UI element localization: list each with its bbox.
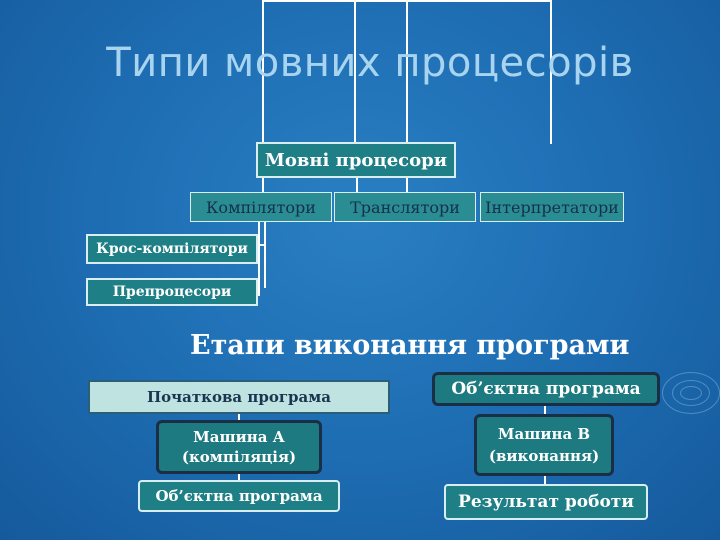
connector-line bbox=[544, 474, 546, 486]
connector-line bbox=[238, 472, 240, 482]
node-object-program-left: Об’єктна програма bbox=[138, 480, 340, 512]
section-heading: Етапи виконання програми bbox=[190, 330, 630, 361]
connector-line bbox=[264, 222, 266, 288]
connector-line bbox=[406, 176, 408, 194]
connector-line bbox=[544, 404, 546, 418]
connector-line bbox=[356, 176, 358, 194]
node-machine-b: Машина В (виконання) bbox=[474, 414, 614, 476]
connector-line bbox=[354, 0, 356, 144]
connector-line bbox=[262, 176, 264, 194]
connector-line bbox=[258, 222, 260, 296]
connector-line bbox=[238, 412, 240, 422]
node-preprocessors: Препроцесори bbox=[86, 278, 258, 306]
ripple-decoration bbox=[672, 380, 710, 406]
node-compilers: Компілятори bbox=[190, 192, 332, 222]
node-translators: Транслятори bbox=[334, 192, 476, 222]
node-cross-compilers: Крос-компілятори bbox=[86, 234, 258, 264]
connector-line bbox=[406, 0, 408, 144]
node-work-result: Результат роботи bbox=[444, 484, 648, 520]
root-node-language-processors: Мовні процесори bbox=[256, 142, 456, 178]
connector-line bbox=[256, 244, 266, 246]
slide-title: Типи мовних процесорів bbox=[106, 40, 634, 86]
node-object-program-right: Об’єктна програма bbox=[432, 372, 660, 406]
node-source-program: Початкова програма bbox=[88, 380, 390, 414]
connector-line bbox=[550, 0, 552, 144]
ripple-decoration bbox=[680, 386, 702, 400]
node-interpreters: Інтерпретатори bbox=[480, 192, 624, 222]
connector-line bbox=[262, 0, 264, 144]
node-machine-a: Машина А (компіляція) bbox=[156, 420, 322, 474]
